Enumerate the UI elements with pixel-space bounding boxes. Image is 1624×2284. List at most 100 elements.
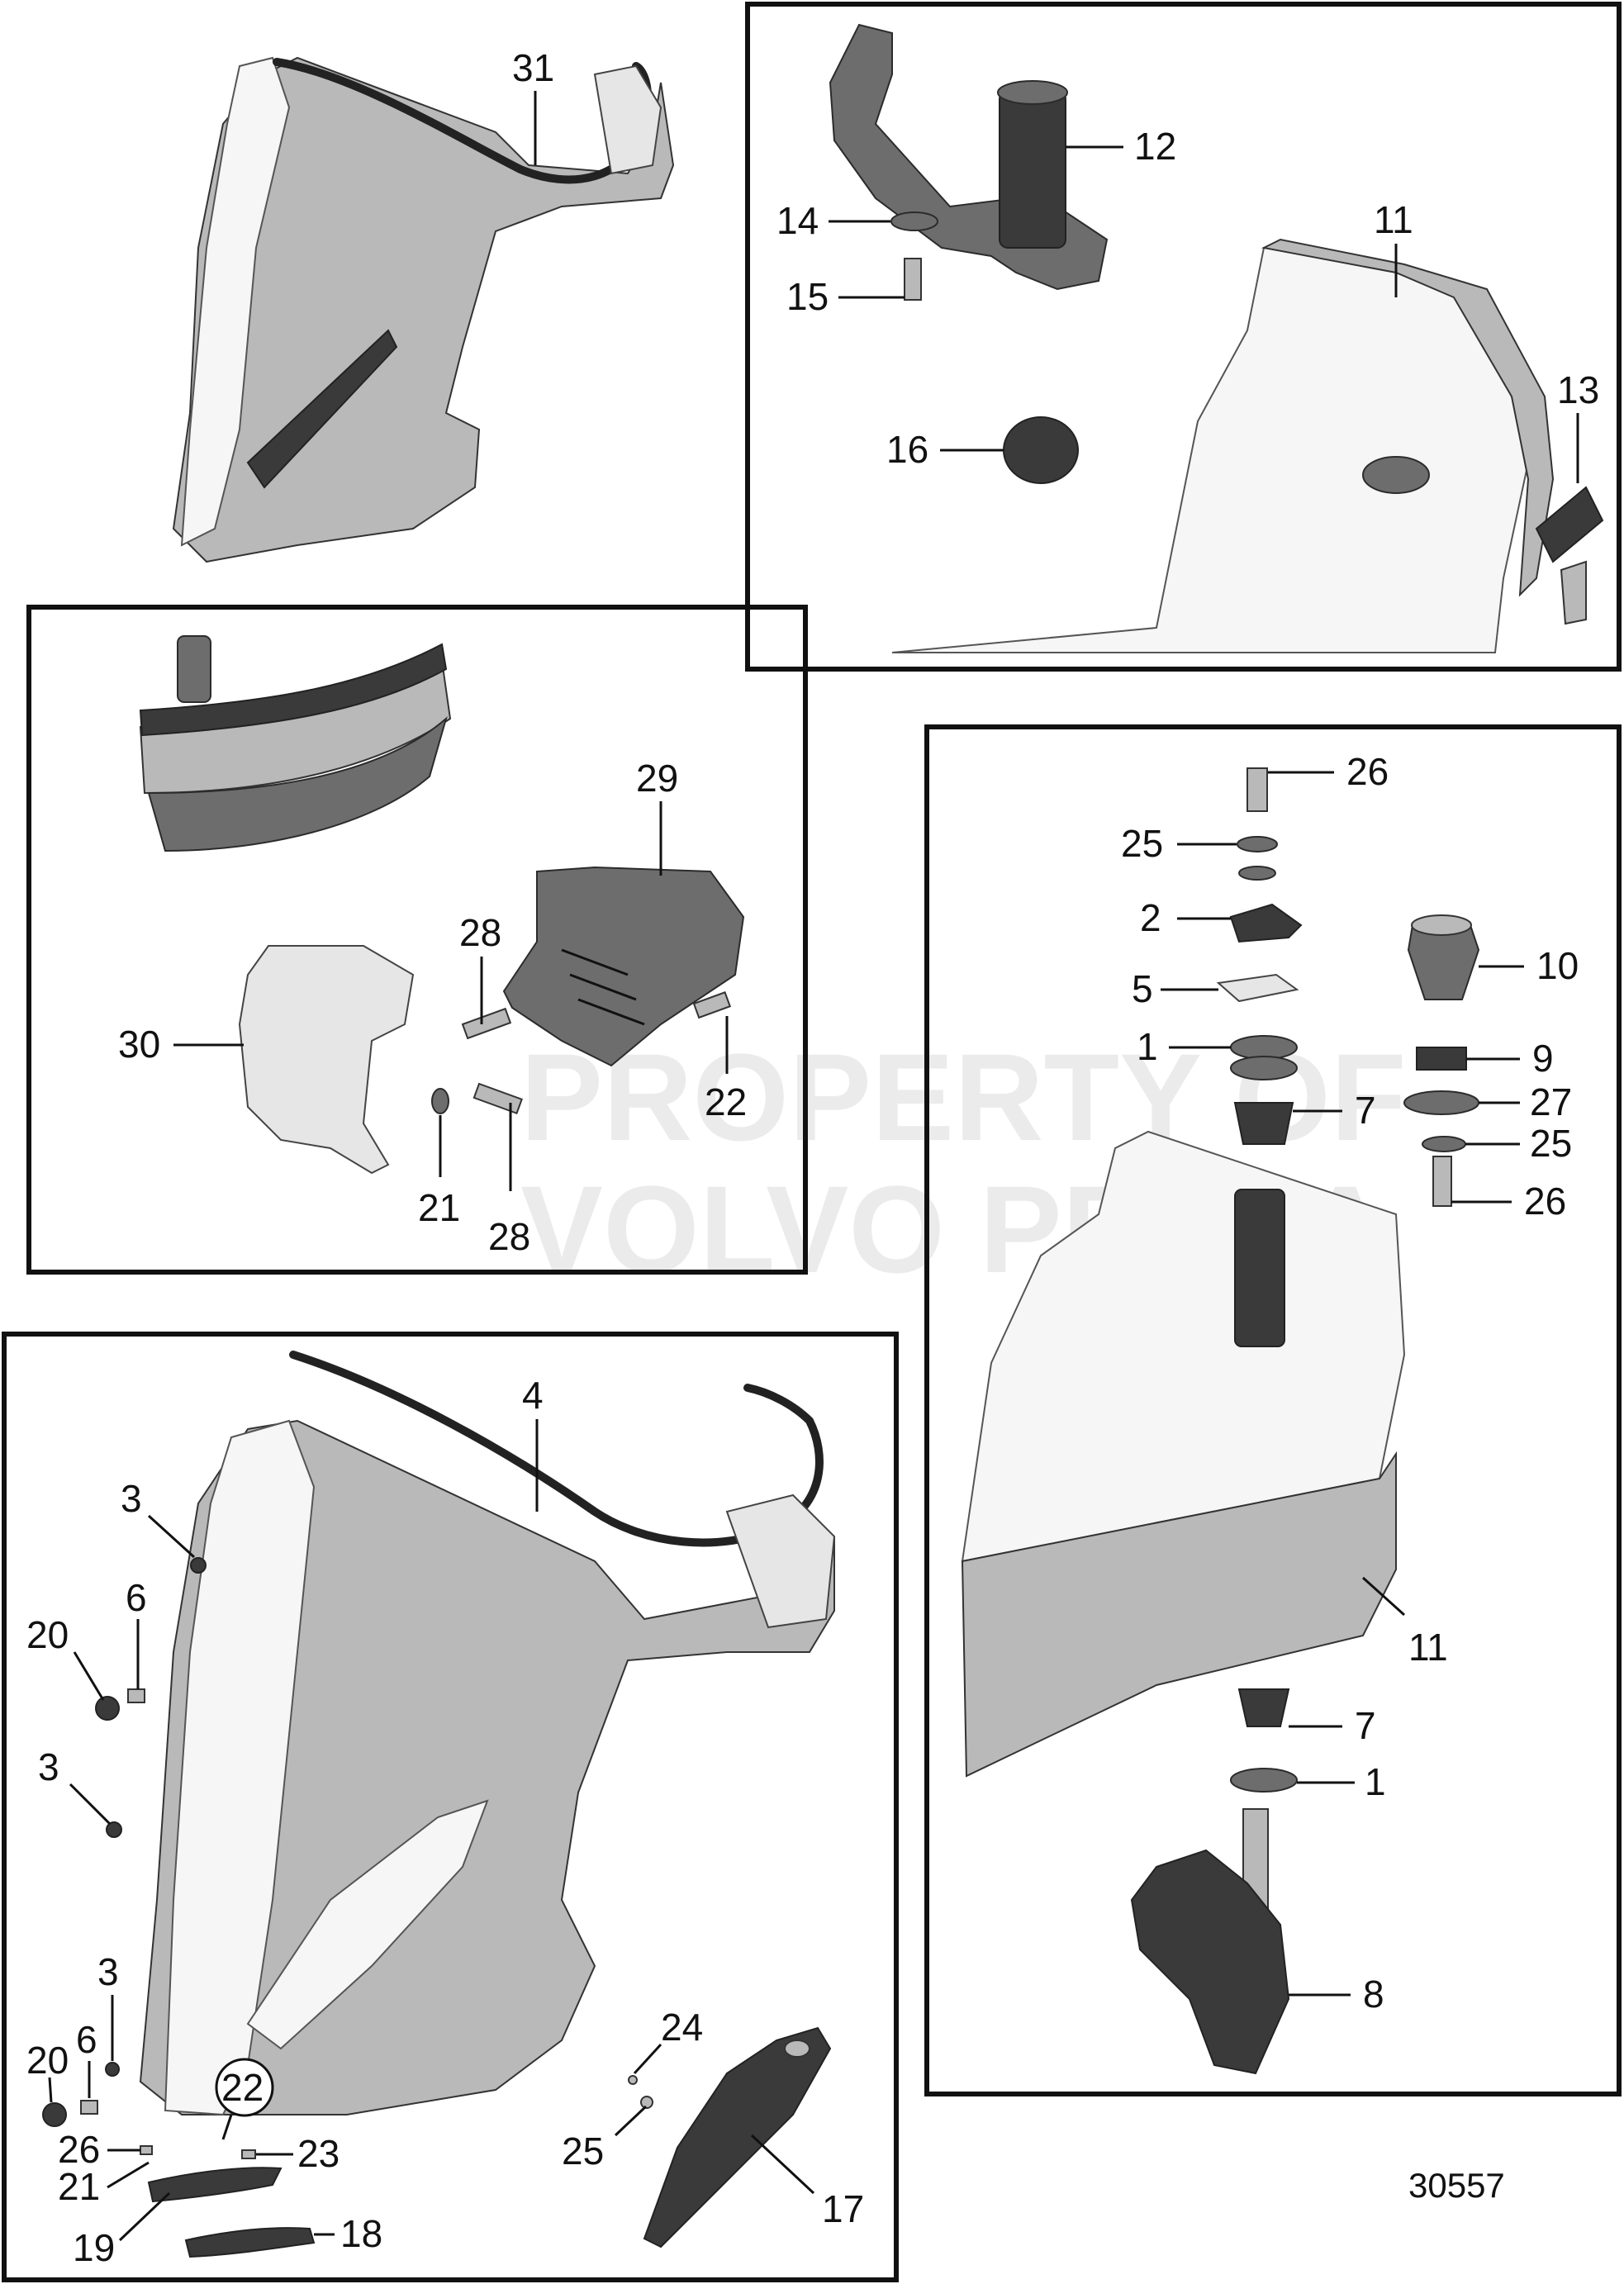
callout-21-bottom: 21 — [58, 2165, 100, 2208]
housing-bracket-lower — [725, 1493, 836, 1629]
callout-29: 29 — [636, 757, 678, 800]
panel-frame-top-right — [745, 2, 1622, 672]
callout-1a: 1 — [1137, 1025, 1158, 1068]
callout-25a: 25 — [1121, 822, 1163, 865]
screw-24 — [628, 2075, 638, 2085]
leader-24 — [633, 2043, 662, 2075]
leader-22-bottom — [221, 2114, 233, 2140]
callout-3a: 3 — [121, 1477, 142, 1520]
plug-3a — [190, 1557, 207, 1574]
callout-28a: 28 — [459, 911, 501, 954]
callout-15: 15 — [786, 275, 829, 318]
seal-4 — [289, 1351, 824, 1547]
callout-7a: 7 — [1355, 1089, 1376, 1132]
leader-3a — [147, 1514, 196, 1559]
callout-4: 4 — [522, 1374, 544, 1417]
housing-rim-lower — [147, 716, 448, 852]
panel-frame-mid-left — [26, 605, 808, 1275]
washer-27 — [1403, 1090, 1479, 1115]
callout-11-top: 11 — [1374, 198, 1413, 241]
anode-13 — [1535, 486, 1604, 563]
spacer-9 — [1416, 1047, 1467, 1071]
washer-25a-1 — [1237, 836, 1278, 852]
callout-25b: 25 — [1530, 1122, 1572, 1165]
callout-26-bottom: 26 — [58, 2128, 100, 2171]
screw-6a — [127, 1688, 145, 1703]
plug-3b — [106, 1821, 122, 1838]
bolt-28a — [461, 1007, 512, 1040]
washer-14 — [890, 211, 938, 231]
panel-housing-assembly-view: 4 3 6 20 3 3 6 20 22 26 21 23 19 18 24 2… — [2, 1332, 899, 2282]
trim-tab-8 — [1130, 1849, 1290, 2075]
anode-13-clip — [1560, 560, 1587, 625]
bolt-23 — [241, 2149, 256, 2159]
figure-number: 30557 — [1408, 2166, 1505, 2205]
washer-25 — [640, 2096, 653, 2109]
mount-tube-12-top — [997, 80, 1068, 105]
bolt-15 — [904, 258, 922, 301]
callout-26b: 26 — [1524, 1180, 1566, 1223]
bolt-26b — [1432, 1156, 1452, 1207]
nut-10 — [1407, 924, 1480, 1000]
callout-17: 17 — [822, 2187, 864, 2230]
panel-steering-components-view: 26 25 2 5 1 7 10 9 27 25 26 11 7 1 8 — [924, 724, 1622, 2096]
bolt-26a — [1246, 767, 1268, 812]
leader-19 — [118, 2191, 171, 2242]
callout-24: 24 — [661, 2006, 703, 2049]
leader-20a — [73, 1651, 105, 1701]
bolt-28b — [472, 1082, 523, 1115]
lower-housing-11-rim — [1261, 238, 1555, 597]
panel-frame-bottom-left — [2, 1332, 899, 2282]
bolt-26-small — [140, 2145, 153, 2155]
callout-19: 19 — [73, 2226, 115, 2269]
plug-3c — [105, 2062, 120, 2077]
mount-tube-12 — [999, 90, 1066, 249]
upper-housing-vent-opening — [246, 329, 398, 489]
callout-11-right: 11 — [1408, 1626, 1448, 1669]
callout-22-mid: 22 — [705, 1080, 747, 1123]
lower-housing-11-main — [961, 1130, 1406, 1563]
upper-housing-vent-lower — [246, 1799, 489, 2050]
leader-17 — [750, 2134, 815, 2195]
washer-21 — [431, 1088, 449, 1114]
callout-28b: 28 — [488, 1215, 530, 1258]
callout-18: 18 — [340, 2212, 382, 2255]
callout-21-mid: 21 — [418, 1186, 460, 1229]
callout-9: 9 — [1532, 1037, 1554, 1080]
cover-29 — [502, 866, 745, 1067]
callout-13: 13 — [1557, 368, 1599, 411]
callout-23: 23 — [297, 2132, 340, 2175]
bushing-16 — [1003, 416, 1079, 484]
grille-17-hole — [784, 2039, 810, 2058]
washer-25b — [1422, 1136, 1466, 1152]
grille-17 — [643, 2026, 832, 2248]
lower-housing-11-skirt — [961, 1451, 1397, 1778]
ring-1a-1 — [1230, 1035, 1298, 1060]
callout-6a: 6 — [126, 1576, 147, 1619]
housing-rim-seal — [139, 643, 448, 737]
callout-8: 8 — [1363, 1973, 1384, 2016]
leader-21-bottom — [107, 2161, 150, 2189]
callout-20b: 20 — [26, 2039, 69, 2082]
callout-14: 14 — [776, 199, 819, 242]
callout-22-bottom: 22 — [221, 2066, 264, 2109]
callout-30: 30 — [118, 1023, 160, 1066]
callout-6b: 6 — [76, 2018, 97, 2061]
bushing-7a — [1233, 1102, 1294, 1145]
gasket-5 — [1216, 973, 1299, 1003]
bolt-22 — [692, 991, 732, 1019]
callout-5: 5 — [1132, 967, 1153, 1010]
callout-12: 12 — [1134, 125, 1176, 168]
steering-tube — [1234, 1189, 1285, 1347]
ring-1b — [1230, 1768, 1298, 1793]
callout-27: 27 — [1530, 1080, 1572, 1123]
upper-housing-front-edge — [180, 56, 291, 547]
screw-6b — [80, 2100, 98, 2115]
ring-1a-2 — [1230, 1056, 1298, 1080]
leader-20b — [48, 2077, 53, 2103]
cover-30 — [238, 945, 415, 1175]
leader-11-right — [1361, 1576, 1406, 1617]
cap-20a — [95, 1696, 120, 1721]
callout-22-ring — [215, 2058, 274, 2117]
